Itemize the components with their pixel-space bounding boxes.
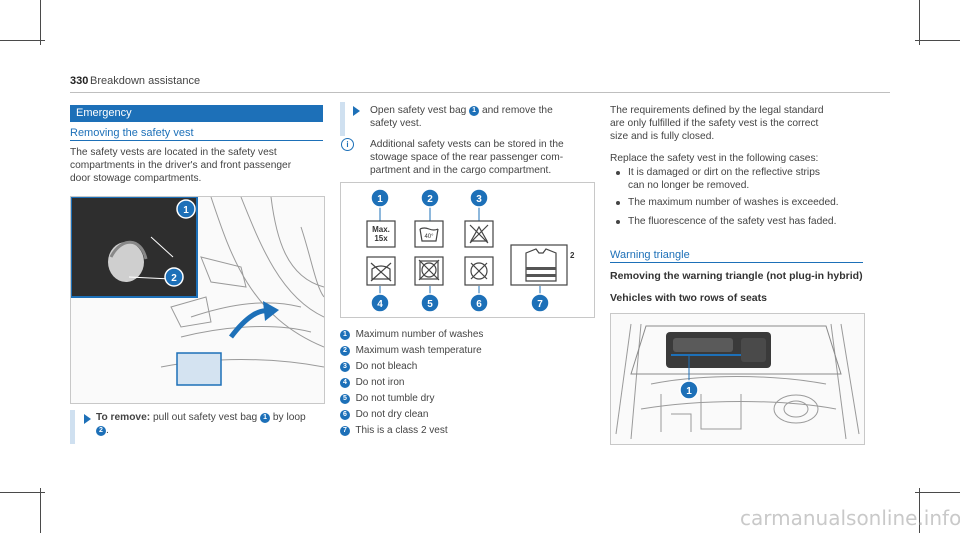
instruction-arrow-icon <box>84 414 91 424</box>
crop-mark <box>915 40 960 41</box>
callout-2-badge: 2 <box>96 426 106 436</box>
care-symbols: Max. 15x 40° 2 1 2 3 4 5 6 7 <box>366 188 575 313</box>
bullet-item: The fluorescence of the safety vest has … <box>628 216 837 227</box>
section-bar: Emergency <box>70 105 323 122</box>
info-icon: i <box>341 138 354 151</box>
bullet-dot <box>616 171 620 175</box>
crop-mark <box>919 488 920 533</box>
callout-1-label: 1 <box>183 205 189 216</box>
callout-2-label: 2 <box>171 273 177 284</box>
legend-item: 4 Do not iron <box>340 377 404 388</box>
warning-triangle-rule <box>610 262 863 263</box>
callout-1-label: 1 <box>686 386 692 397</box>
care-label-figure: Max. 15x 40° 2 1 2 3 4 5 6 7 <box>340 182 595 318</box>
class-label: 2 <box>570 251 575 260</box>
legend-item: 3 Do not bleach <box>340 361 417 372</box>
door-illustration: 1 2 <box>71 197 324 403</box>
warning-triangle-heading: Warning triangle <box>610 249 690 261</box>
step-arrow-icon <box>353 106 360 116</box>
trunk-illustration: 1 <box>611 314 864 444</box>
callout-1-badge: 1 <box>260 413 271 423</box>
info-text: Additional safety vests can be stored in… <box>370 139 564 176</box>
callout-2-label: 2 <box>427 194 433 205</box>
legend-item: 1 Maximum number of washes <box>340 329 483 340</box>
bullet-item: The maximum number of washes is exceeded… <box>628 197 839 208</box>
watermark: carmanualsonline.info <box>740 506 960 530</box>
requirements-paragraph: The requirements defined by the legal st… <box>610 105 824 142</box>
subheading-rule <box>70 140 323 141</box>
step-text: Open safety vest bag 1 and remove the sa… <box>370 105 553 129</box>
header-rule <box>70 92 890 93</box>
crop-mark <box>40 488 41 533</box>
instruction-text: To remove: pull out safety vest bag 1 by… <box>96 412 306 436</box>
callout-7-label: 7 <box>537 299 543 310</box>
bullet-dot <box>616 220 620 224</box>
crop-mark <box>40 0 41 45</box>
two-rows-heading: Vehicles with two rows of seats <box>610 292 767 304</box>
crop-mark <box>919 0 920 45</box>
legend-item: 7 This is a class 2 vest <box>340 425 448 436</box>
bullet-item: It is damaged or dirt on the reflective … <box>628 167 820 191</box>
wash-count-label: 15x <box>374 234 388 243</box>
instruction-marker-bar <box>70 410 75 444</box>
page-number: 330 <box>70 75 89 87</box>
replace-paragraph: Replace the safety vest in the following… <box>610 153 819 164</box>
callout-5-label: 5 <box>427 299 433 310</box>
callout-1-label: 1 <box>377 194 383 205</box>
step-marker-bar <box>340 102 345 136</box>
legend-item: 5 Do not tumble dry <box>340 393 435 404</box>
door-figure: 1 2 <box>70 196 325 404</box>
page-section-title: Breakdown assistance <box>90 75 201 87</box>
removing-triangle-heading: Removing the warning triangle (not plug-… <box>610 270 863 282</box>
legend-item: 6 Do not dry clean <box>340 409 428 420</box>
callout-6-label: 6 <box>476 299 482 310</box>
crop-mark <box>0 40 45 41</box>
crop-mark <box>0 492 45 493</box>
max-label: Max. <box>372 225 390 234</box>
temperature-label: 40° <box>424 234 434 240</box>
legend-item: 2 Maximum wash temperature <box>340 345 482 356</box>
intro-paragraph: The safety vests are located in the safe… <box>70 147 292 184</box>
crop-mark <box>915 492 960 493</box>
callout-3-label: 3 <box>476 194 482 205</box>
trunk-figure: 1 <box>610 313 865 445</box>
callout-4-label: 4 <box>377 299 383 310</box>
bullet-dot <box>616 201 620 205</box>
subheading: Removing the safety vest <box>70 127 194 139</box>
callout-1-badge: 1 <box>469 106 480 116</box>
